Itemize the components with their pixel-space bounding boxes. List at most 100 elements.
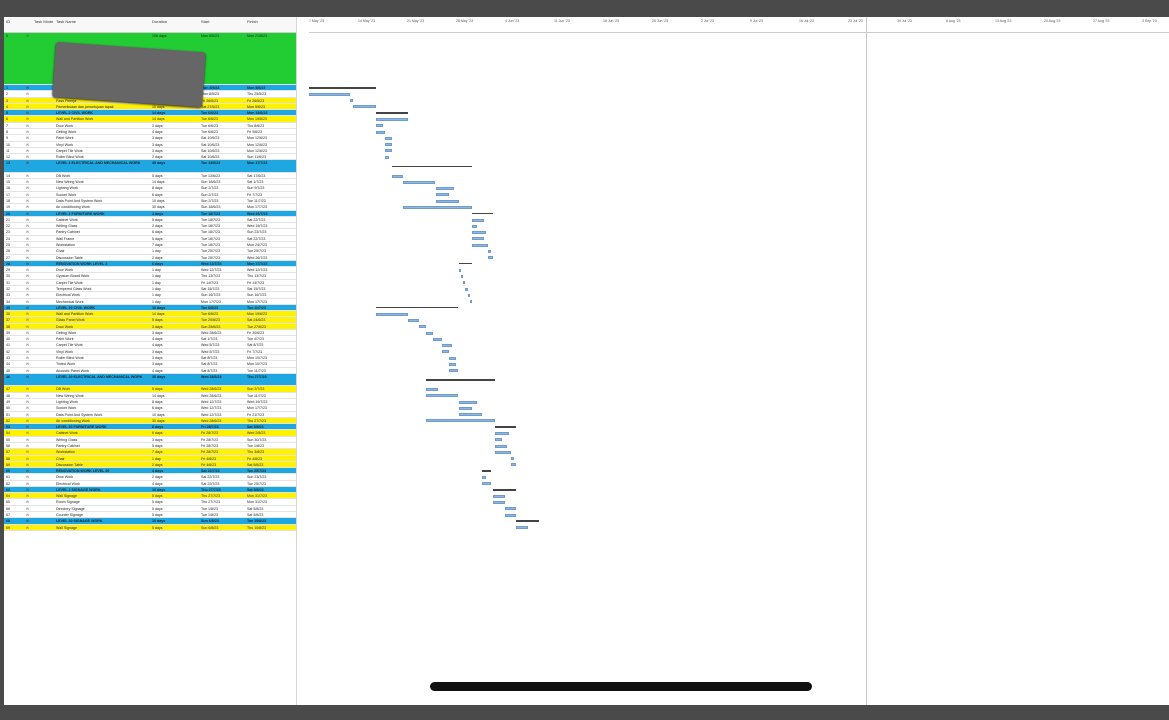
task-bar[interactable] [426,331,434,335]
task-bar[interactable] [495,438,503,442]
header-finish[interactable]: Finish [247,19,258,24]
task-bar[interactable] [472,243,489,247]
task-bar[interactable] [493,501,505,505]
task-bar[interactable] [511,457,514,461]
task-bar[interactable] [458,406,473,410]
task-bar[interactable] [435,199,459,203]
task-bar[interactable] [350,99,353,103]
summary-bar[interactable] [375,306,459,309]
task-bar[interactable] [472,224,477,228]
task-bar[interactable] [426,419,496,423]
task-bar[interactable] [449,356,457,360]
summary-bar[interactable] [391,165,473,168]
table-row[interactable]: 13✉LEVEL 2 ELECTRICAL AND MECHANICAL WOR… [4,160,296,173]
task-bar[interactable] [493,494,505,498]
task-bar[interactable] [504,513,516,517]
summary-bar[interactable] [472,212,493,215]
task-bar[interactable] [488,256,493,260]
task-bar[interactable] [426,394,459,398]
task-bar[interactable] [442,350,450,354]
task-bar[interactable] [470,300,473,304]
home-indicator[interactable] [430,682,812,691]
task-bar[interactable] [481,476,487,479]
task-bar[interactable] [309,92,351,96]
task-bar[interactable] [504,507,516,511]
header-duration[interactable]: Duration [152,19,168,24]
task-bar[interactable] [375,124,383,128]
summary-bar[interactable] [426,379,496,381]
task-bar[interactable] [403,205,473,209]
task-bar[interactable] [516,526,528,530]
summary-bar[interactable] [493,489,516,491]
task-bar[interactable] [384,143,392,147]
task-bar[interactable] [458,268,461,272]
task-bar[interactable] [481,482,491,486]
split-bar[interactable] [296,17,297,705]
task-bar[interactable] [495,444,507,448]
task-bar[interactable] [463,281,466,285]
task-bar[interactable] [352,105,376,109]
task-bar[interactable] [495,432,510,436]
task-bar[interactable] [472,218,484,222]
task-bar[interactable] [511,463,516,467]
task-bar[interactable] [384,155,390,159]
task-bar[interactable] [458,400,477,404]
summary-bar[interactable] [481,470,491,472]
task-bar[interactable] [384,136,392,140]
task-bar[interactable] [375,130,385,134]
summary-bar[interactable] [495,426,516,428]
summary-bar[interactable] [458,262,473,265]
task-bar[interactable] [435,187,454,191]
summary-bar[interactable] [516,520,539,522]
task-bar[interactable] [375,312,408,316]
summary-bar[interactable] [375,112,408,114]
